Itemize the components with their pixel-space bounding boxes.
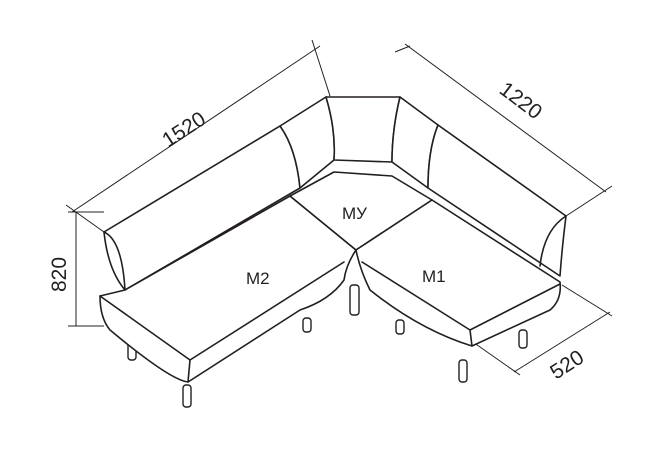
- module-label-m1: M1: [422, 267, 446, 286]
- dimension-520: 520: [546, 346, 588, 384]
- module-label-m2: M2: [246, 269, 270, 288]
- dimension-lines: [65, 39, 613, 376]
- module-label-my: MУ: [342, 204, 367, 223]
- dimension-1520: 1520: [158, 107, 210, 152]
- dimension-1220: 1220: [495, 78, 546, 124]
- module-m2-seat: [99, 195, 357, 383]
- sofa-backs: [103, 96, 567, 291]
- module-my-seat: [289, 171, 433, 251]
- dimension-820: 820: [48, 257, 71, 292]
